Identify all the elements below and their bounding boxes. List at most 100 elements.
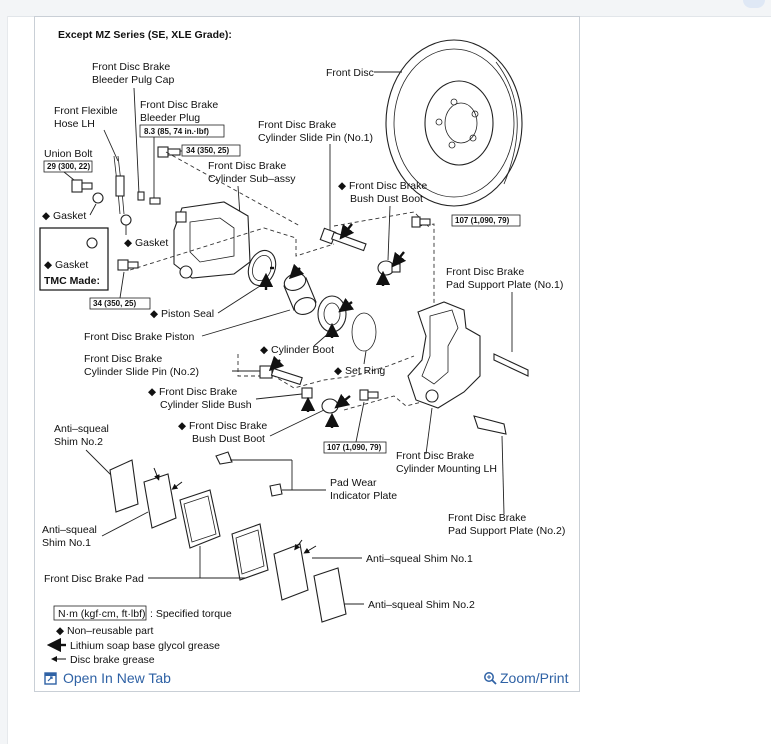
label-slide-pin2-2: Cylinder Slide Pin (No.2) (84, 366, 199, 378)
torque-box-cyl-top (181, 144, 241, 157)
label-cyl-sub-1: Front Disc Brake (208, 160, 286, 172)
label-support-plate2-1: Front Disc Brake (448, 512, 526, 524)
label-mounting-1: Front Disc Brake (396, 450, 474, 462)
torque-bleeder-plug: 8.3 (85, 74 in.·lbf) (144, 127, 209, 136)
label-support-plate1-2: Pad Support Plate (No.1) (446, 279, 563, 291)
anti-squeal-shim2-left-part (109, 459, 139, 513)
label-gasket-1: ◆ Gasket (42, 210, 86, 222)
label-bleeder-plug-2: Bleeder Plug (140, 112, 200, 124)
label-bleeder-cap-2: Bleeder Pulg Cap (92, 74, 174, 86)
label-slide-pin1-2: Cylinder Slide Pin (No.1) (258, 132, 373, 144)
label-anti-squeal2-a-1: Anti–squeal (54, 423, 109, 435)
anti-squeal-shim1-left-part (143, 473, 177, 529)
label-bleeder-cap-1: Front Disc Brake (92, 61, 170, 73)
torque-mount-bolt-bottom: 107 (1,090, 79) (327, 443, 382, 452)
label-cyl-sub-2: Cylinder Sub–assy (208, 173, 296, 185)
label-piston-seal: ◆ Piston Seal (150, 308, 214, 320)
torque-mount-bolt-top: 107 (1,090, 79) (455, 216, 510, 225)
label-front-disc: Front Disc (326, 67, 374, 79)
label-bush-boot-bot-2: Bush Dust Boot (192, 433, 265, 445)
label-tmc-made: TMC Made: (44, 275, 100, 287)
label-anti-squeal1-b: Anti–squeal Shim No.1 (366, 553, 473, 565)
mount-bolt-top-part (411, 216, 431, 228)
label-slide-pin1-1: Front Disc Brake (258, 119, 336, 131)
legend-torque-desc: : Specified torque (150, 608, 232, 620)
legend-torque-unit: N·m (kgf·cm, ft·lbf) (58, 608, 146, 620)
slide-bush-part (301, 387, 313, 399)
set-ring-part (351, 312, 377, 352)
slide-pin-2-part (259, 365, 303, 386)
zoom-print-link[interactable]: Zoom/Print (483, 668, 568, 688)
left-scroll-strip (0, 16, 8, 744)
cylinder-boot-part (317, 295, 347, 333)
zoom-print-label[interactable]: Zoom/Print (500, 670, 569, 686)
open-new-tab-label[interactable]: Open In New Tab (63, 670, 171, 686)
label-slide-bush-2: Cylinder Slide Bush (160, 399, 252, 411)
label-cylinder-boot: ◆ Cylinder Boot (260, 344, 334, 356)
label-bush-boot-top-2: Bush Dust Boot (350, 193, 423, 205)
label-set-ring: ◆ Set Ring (334, 365, 385, 377)
label-piston: Front Disc Brake Piston (84, 331, 194, 343)
label-gasket-3: ◆ Gasket (44, 259, 88, 271)
torque-box-mount-top (451, 214, 521, 227)
label-flex-hose-2: Hose LH (54, 118, 95, 130)
support-plate-1-part (493, 353, 529, 377)
label-bleeder-plug-1: Front Disc Brake (140, 99, 218, 111)
union-bolt-part (71, 179, 93, 193)
label-anti-squeal1-a-1: Anti–squeal (42, 524, 97, 536)
cylinder-mounting-part (407, 301, 481, 409)
label-pad-wear-2: Indicator Plate (330, 490, 397, 502)
mount-bolt-bottom-part (359, 389, 379, 401)
label-support-plate2-2: Pad Support Plate (No.2) (448, 525, 565, 537)
pad-wear-top-part (215, 451, 233, 465)
caliper-bolt-top-part (157, 146, 181, 158)
legend-disc-grease: Disc brake grease (70, 654, 155, 666)
brake-pad-right-part (231, 523, 269, 581)
legend: N·m (kgf·cm, ft·lbf) : Specified torque … (46, 605, 232, 666)
torque-cyl-bolt-top: 34 (350, 25) (186, 146, 229, 155)
torque-box-bleeder (139, 124, 225, 138)
open-tab-icon (44, 671, 57, 685)
bush-dust-boot-top-part (377, 260, 401, 276)
anti-squeal-shim2-right-part (313, 567, 347, 623)
label-flex-hose-1: Front Flexible (54, 105, 118, 117)
label-union-bolt: Union Bolt (44, 148, 93, 160)
label-support-plate1-1: Front Disc Brake (446, 266, 524, 278)
bleeder-plug-part (149, 197, 161, 205)
cylinder-sub-assy-part (173, 201, 251, 279)
magnifier-icon (484, 672, 497, 685)
bleeder-cap-part (137, 191, 145, 201)
label-pad-wear-1: Pad Wear (330, 477, 377, 489)
label-anti-squeal1-a-2: Shim No.1 (42, 537, 91, 549)
open-new-tab-link[interactable]: Open In New Tab (44, 668, 171, 688)
toolbar-tab-icon[interactable] (743, 0, 765, 8)
label-bush-boot-bot-1: ◆ Front Disc Brake (178, 420, 267, 432)
label-gasket-2: ◆ Gasket (124, 237, 168, 249)
label-slide-pin2-1: Front Disc Brake (84, 353, 162, 365)
caliper-bolt-bottom-part (117, 259, 139, 271)
legend-torque-box (53, 605, 147, 621)
bush-dust-boot-bottom-part (321, 398, 339, 414)
front-disc-part (385, 39, 523, 207)
diagram-heading: Except MZ Series (SE, XLE Grade): (58, 29, 232, 41)
legend-lithium: Lithium soap base glycol grease (70, 640, 220, 652)
tmc-made-box (39, 227, 109, 291)
torque-box-mount-bottom (323, 441, 387, 454)
torque-union-bolt: 29 (300, 22) (47, 162, 90, 171)
label-slide-bush-1: ◆ Front Disc Brake (148, 386, 237, 398)
brake-exploded-diagram: Except MZ Series (SE, XLE Grade): Front … (39, 29, 565, 666)
top-toolbar (0, 0, 771, 17)
label-anti-squeal2-b: Anti–squeal Shim No.2 (368, 599, 475, 611)
torque-box-union (43, 160, 93, 173)
slide-pin-1-part (319, 227, 367, 252)
piston-part (283, 273, 317, 315)
support-plate-2-part (473, 415, 507, 435)
legend-non-reusable: ◆ Non–reusable part (56, 625, 153, 637)
torque-cyl-bolt-bottom: 34 (350, 25) (93, 299, 136, 308)
pad-wear-bottom-part (269, 483, 283, 497)
flexible-hose-part (113, 155, 125, 215)
label-mounting-2: Cylinder Mounting LH (396, 463, 497, 475)
label-brake-pad: Front Disc Brake Pad (44, 573, 144, 585)
brake-pad-left-part (179, 489, 221, 549)
label-bush-boot-top-1: ◆ Front Disc Brake (338, 180, 427, 192)
